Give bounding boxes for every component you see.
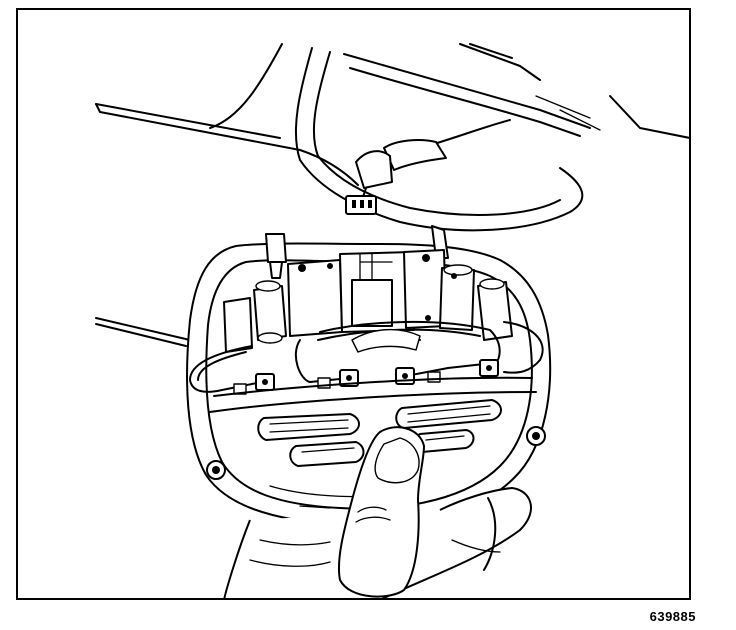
hand-pressing-lens	[223, 426, 532, 598]
retaining-clips	[265, 225, 449, 279]
mounting-screws	[206, 426, 546, 480]
lamp-internal-components	[223, 249, 513, 353]
headliner-panel	[95, 43, 689, 347]
wiring-harness-connector	[345, 119, 511, 215]
figure-number: 639885	[649, 609, 696, 624]
overhead-housing	[294, 43, 601, 232]
lamp-bezel	[209, 376, 537, 467]
